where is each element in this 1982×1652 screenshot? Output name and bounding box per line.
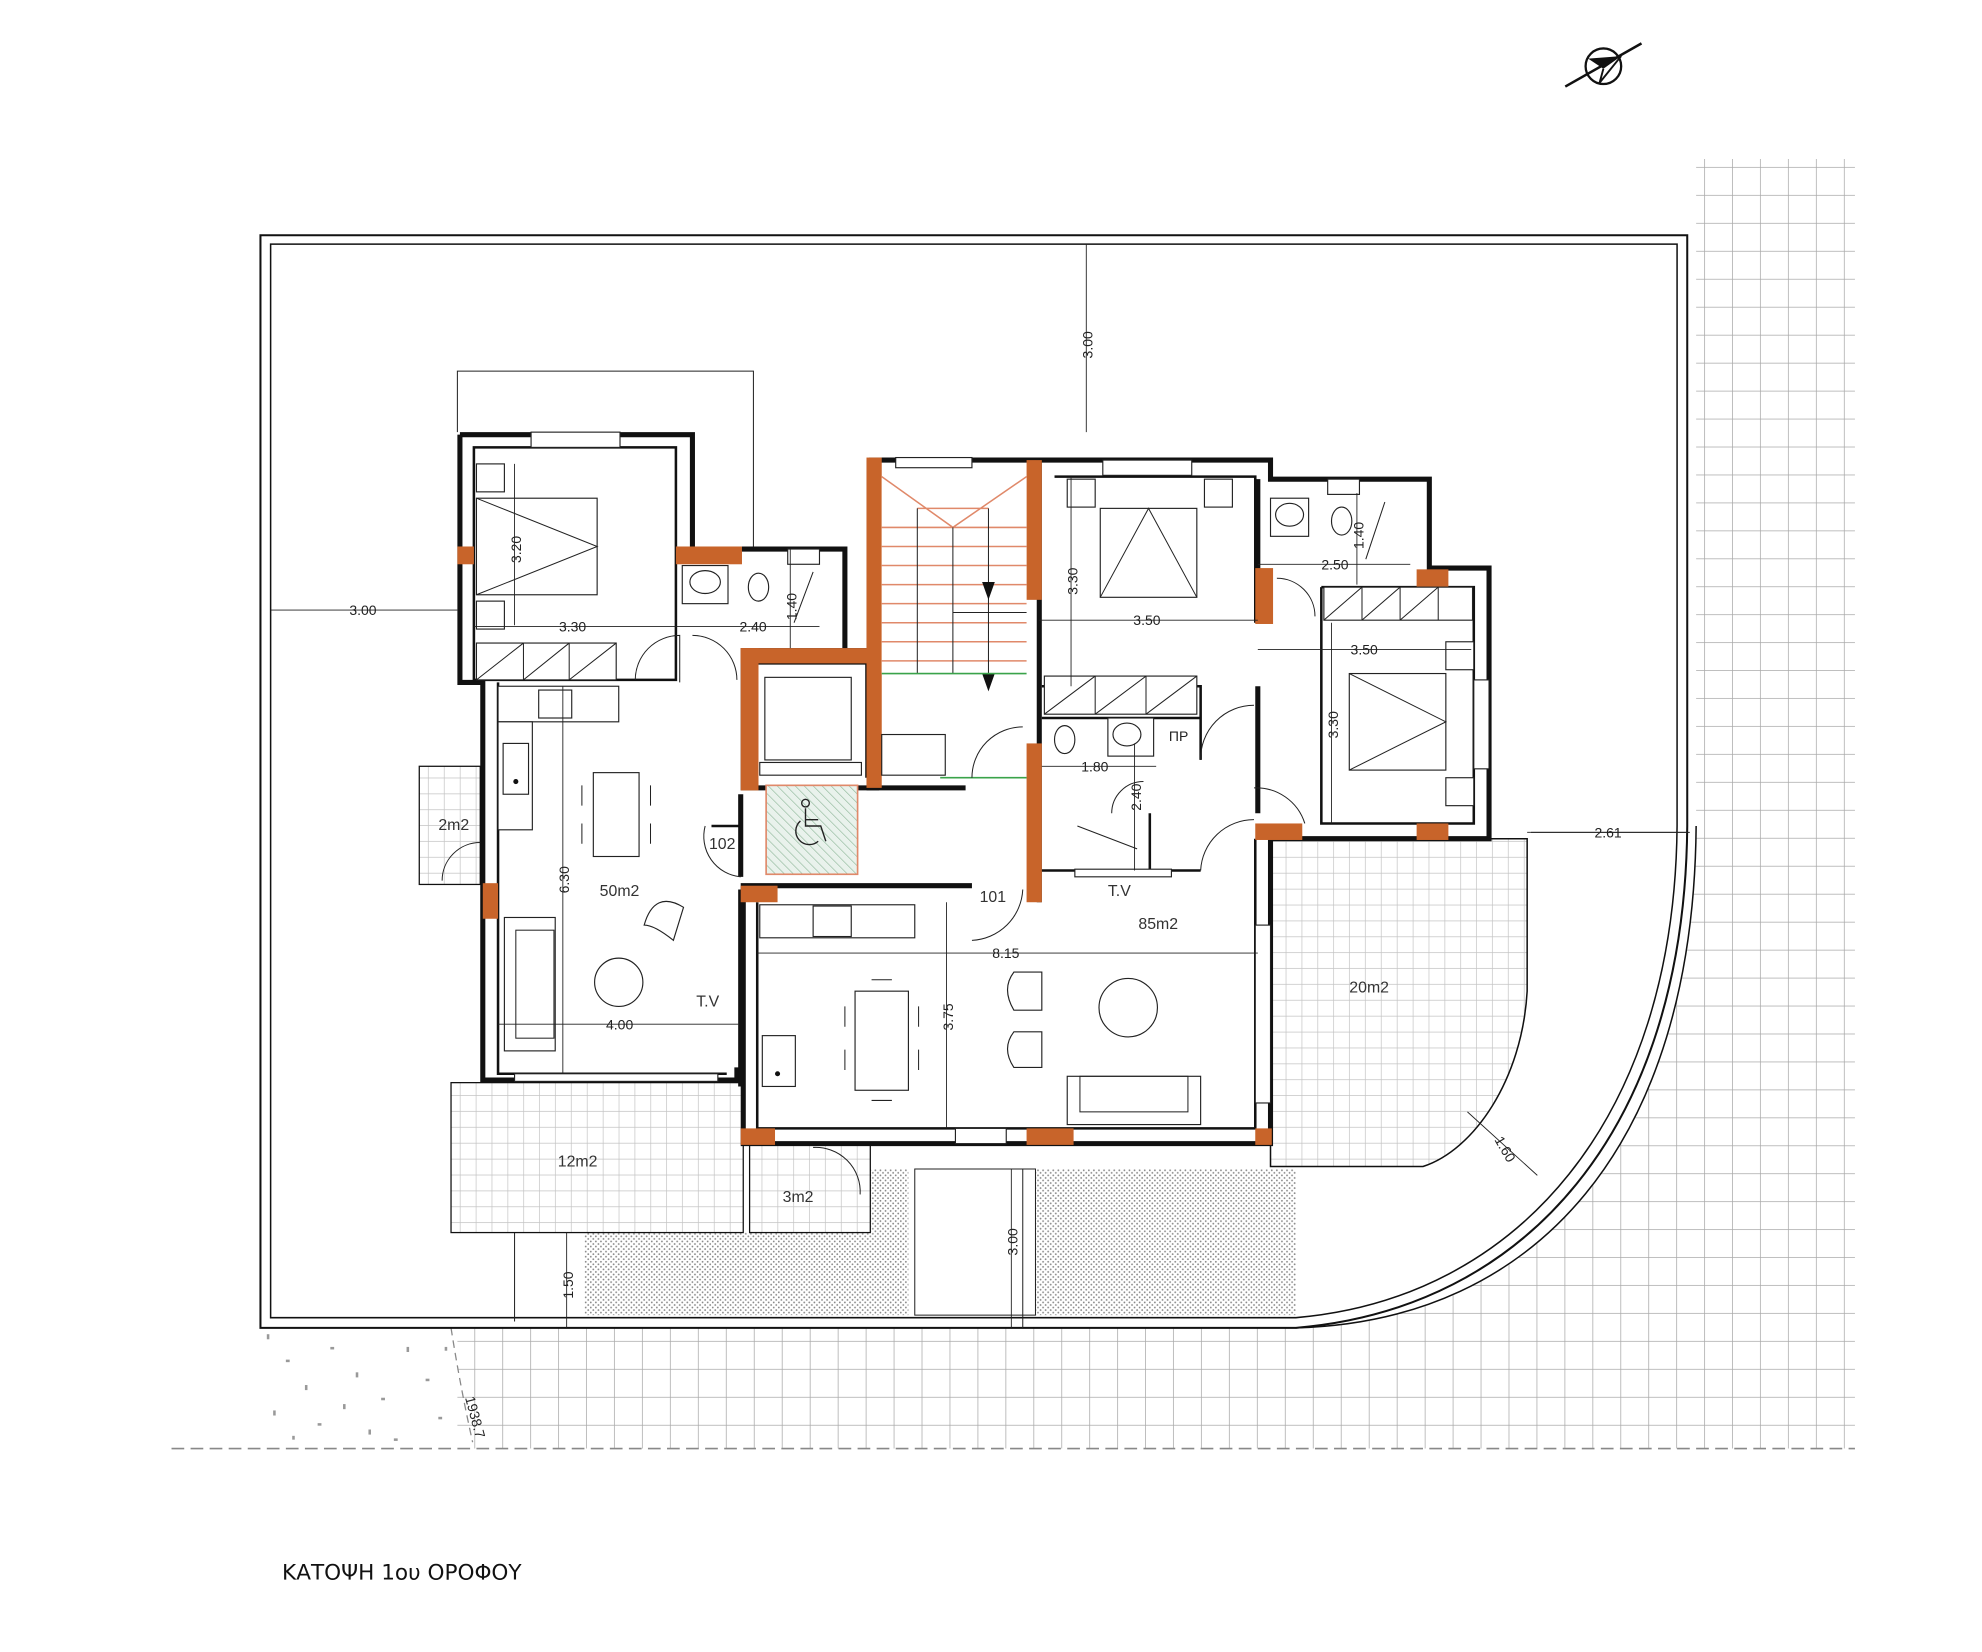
dining-table — [854, 990, 909, 1091]
coffee-table — [1098, 977, 1159, 1038]
sanitary-fixtures — [681, 478, 1386, 850]
armchair — [1006, 971, 1043, 1011]
sidewalk-tiles — [457, 158, 1855, 1449]
svg-text:3.50: 3.50 — [1351, 641, 1378, 657]
terrace-right — [1269, 837, 1528, 1168]
columns — [457, 457, 1449, 1145]
windows — [513, 431, 1490, 1145]
svg-text:4.00: 4.00 — [606, 1016, 633, 1032]
room-labels: 50m2 85m2 2m2 20m2 12m2 3m2 102 101 T.V … — [438, 728, 1389, 1206]
svg-text:3.00: 3.00 — [1005, 1228, 1021, 1255]
area-label-living-left: 50m2 — [600, 883, 640, 900]
svg-text:1.40: 1.40 — [784, 593, 800, 620]
sofa — [503, 916, 556, 1052]
drawing-title: ΚΑΤΟΨΗ 1ου ΟΡΟΦΟΥ — [282, 1560, 522, 1585]
armchair — [643, 900, 685, 942]
terrace-left — [450, 1082, 744, 1234]
planting-area — [1035, 1169, 1296, 1316]
ground-texture — [266, 1334, 448, 1441]
coffee-table — [594, 957, 644, 1007]
doors — [441, 577, 1316, 1195]
svg-text:3.20: 3.20 — [508, 536, 524, 563]
svg-text:3.50: 3.50 — [1133, 612, 1160, 628]
svg-text:3.30: 3.30 — [1064, 567, 1080, 594]
sofa — [1066, 1075, 1202, 1126]
svg-text:2.61: 2.61 — [1594, 824, 1621, 840]
dimension-lines — [270, 244, 1688, 1328]
svg-text:1.40: 1.40 — [1350, 522, 1366, 549]
balcony-bottom — [748, 1142, 871, 1234]
tv-label: T.V — [696, 993, 719, 1010]
tv-label: T.V — [1108, 883, 1131, 900]
svg-text:2.40: 2.40 — [1128, 783, 1144, 810]
dining-table — [592, 772, 640, 858]
svg-text:3.75: 3.75 — [940, 1003, 956, 1030]
area-label-living-right: 85m2 — [1138, 916, 1178, 933]
svg-text:3.00: 3.00 — [349, 602, 376, 618]
svg-text:3.00: 3.00 — [1080, 331, 1096, 358]
accessible-space — [765, 784, 859, 876]
svg-text:1.50: 1.50 — [560, 1271, 576, 1298]
svg-text:6.30: 6.30 — [556, 866, 572, 893]
furniture — [475, 463, 1475, 1126]
svg-text:3.30: 3.30 — [1325, 711, 1341, 738]
north-arrow-icon — [1564, 42, 1643, 88]
bed — [1348, 672, 1447, 771]
svg-text:8.15: 8.15 — [992, 945, 1019, 961]
storage-label: ΠΡ — [1169, 728, 1188, 744]
apartment-number-102: 102 — [709, 836, 736, 853]
staircase — [881, 475, 1028, 779]
area-label-balcony-bottom: 3m2 — [783, 1189, 814, 1206]
apartment-number-101: 101 — [980, 889, 1007, 906]
svg-text:3.30: 3.30 — [559, 619, 586, 635]
area-label-terrace-right: 20m2 — [1349, 979, 1389, 996]
bed — [1099, 507, 1198, 598]
planting-area — [584, 1232, 909, 1316]
elevator-car — [764, 676, 852, 761]
area-label-terrace-left: 12m2 — [558, 1153, 598, 1170]
bed — [475, 497, 598, 596]
svg-text:1.80: 1.80 — [1081, 758, 1108, 774]
armchair — [1006, 1031, 1043, 1068]
wheelchair-icon — [795, 798, 827, 846]
area-label-balcony-small: 2m2 — [438, 817, 469, 834]
dimension-labels: 3.00 3.00 3.20 3.30 2.40 1.40 3.30 3.50 … — [349, 331, 1622, 1299]
svg-text:2.50: 2.50 — [1321, 556, 1348, 572]
svg-text:2.40: 2.40 — [739, 619, 766, 635]
